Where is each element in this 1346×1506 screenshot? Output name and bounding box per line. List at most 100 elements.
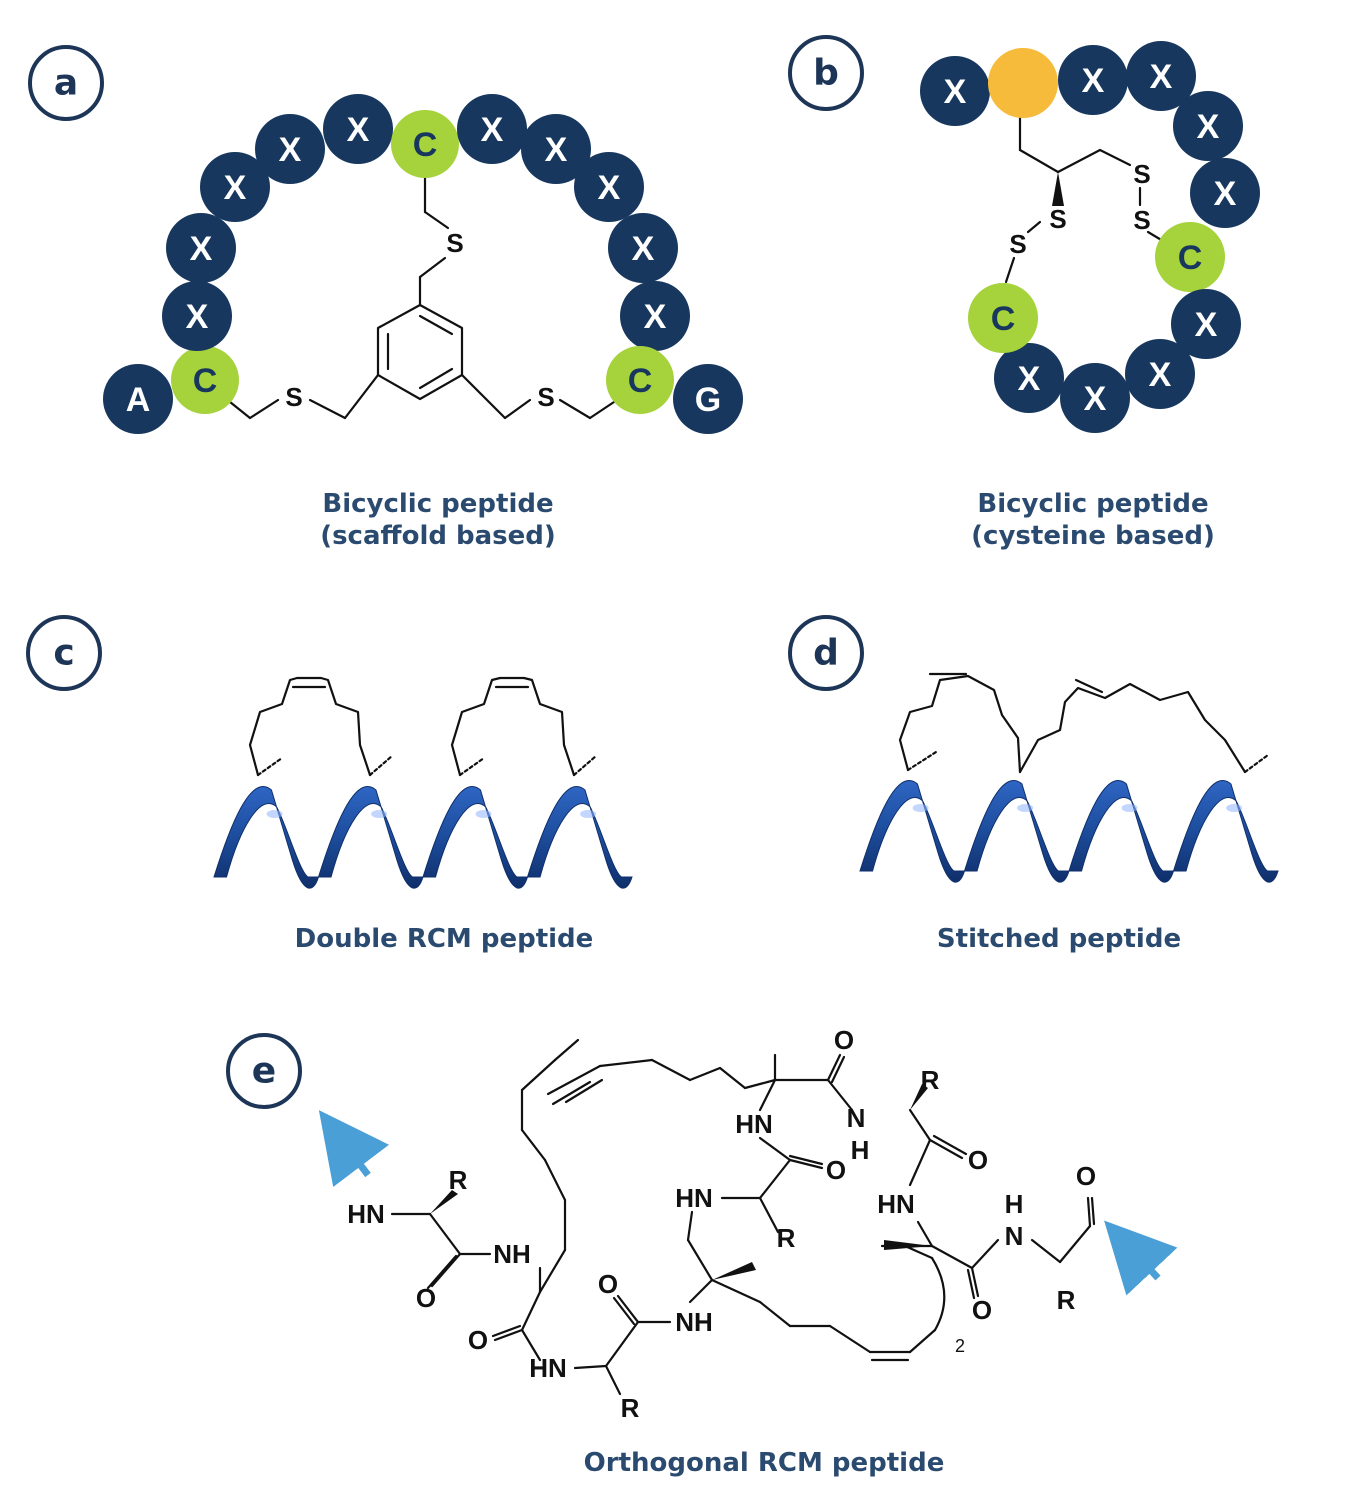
panel-b-bead-10: [994, 343, 1064, 413]
panel-e-hn-2: HN: [529, 1353, 567, 1383]
panel-c-label: c: [53, 633, 74, 674]
panel-c-helix-highlight-2: [475, 810, 492, 818]
panel-a-badge: [28, 45, 104, 121]
panel-a-bead-2: [162, 281, 232, 351]
panel-a-bead-label-12: X: [632, 230, 655, 268]
panel-a-bead-label-3: X: [190, 230, 213, 268]
panel-b-bead-label-8: X: [1149, 356, 1172, 394]
panel-e-r-4: R: [921, 1065, 940, 1095]
panel-e-nh-1: NH: [493, 1239, 531, 1269]
panel-b-caption-line1: Bicyclic peptide: [977, 489, 1208, 519]
panel-a-bead-label-1: C: [193, 362, 218, 400]
panel-a-sulfur-right: S: [537, 382, 554, 412]
panel-e-o-8: O: [1076, 1161, 1096, 1191]
panel-e-o-6: O: [968, 1145, 988, 1175]
panel-d-stitch: [898, 672, 1270, 774]
panel-c-staple-methyl-0-0: [256, 756, 284, 777]
panel-a-label: a: [54, 63, 78, 104]
panel-e-hn-5: HN: [877, 1189, 915, 1219]
panel-e-wedge-2: [712, 1262, 756, 1280]
panel-b-caption-line2: (cysteine based): [971, 521, 1215, 551]
panel-a-bead-label-13: X: [644, 298, 667, 336]
panel-c-staple-methyl-1-1: [572, 754, 598, 777]
panel-a-bead-label-10: X: [545, 131, 568, 169]
panel-c-helix-highlight-1: [371, 810, 388, 818]
panel-a-bead-1: [171, 346, 239, 414]
panel-a-caption-line2: (scaffold based): [320, 521, 556, 551]
panel-c-caption: Double RCM peptide: [295, 924, 594, 954]
panel-d-helix-highlight-2: [1121, 804, 1138, 812]
panel-e-nh-2: NH: [675, 1307, 713, 1337]
panel-d-helix-turn-3: [1172, 780, 1279, 883]
panel-e-o-1: O: [416, 1283, 436, 1313]
panel-e-hn-1: HN: [347, 1199, 385, 1229]
panel-e-r-3: R: [777, 1223, 796, 1253]
panel-d-caption: Stitched peptide: [937, 924, 1181, 954]
panel-a-bead-label-9: X: [481, 111, 504, 149]
panel-e-o-5: O: [834, 1025, 854, 1055]
panel-b-bead-label-2: X: [1082, 62, 1105, 100]
panel-c-helix-turn-2: [422, 786, 529, 889]
panel-e-o-3: O: [598, 1269, 618, 1299]
panel-a-bead-0: [103, 364, 173, 434]
panel-e-o-2: O: [468, 1325, 488, 1355]
panel-c-badge: [26, 615, 102, 691]
panel-b-bead-label-3: X: [1150, 58, 1173, 96]
panel-e-skeleton: [390, 1038, 1096, 1396]
panel-b-sulfur-1: S: [1133, 159, 1150, 189]
panel-a-bead-label-11: X: [598, 169, 621, 207]
panel-b-label: b: [813, 53, 839, 94]
panel-b-bead-6: [1155, 222, 1225, 292]
panel-a-bead-10: [521, 114, 591, 184]
panel-e-wedge-1: [430, 1190, 458, 1214]
panel-d-helix-turn-2: [1068, 780, 1175, 883]
panel-a-bead-6: [323, 94, 393, 164]
panel-c: c Double RCM peptide: [26, 615, 633, 954]
panel-b-bead-label-6: C: [1178, 239, 1203, 277]
panel-e-badge: [226, 1033, 302, 1109]
panel-b-wedge-bond: [1052, 172, 1064, 206]
panel-e-h-1: H: [851, 1135, 870, 1165]
panel-b-bead-7: [1171, 289, 1241, 359]
panel-e-arrow-left: [318, 1110, 390, 1188]
panel-d-helix-turn-1: [963, 780, 1070, 883]
panel-d-label: d: [813, 633, 839, 674]
panel-b-bead-label-9: X: [1084, 380, 1107, 418]
panel-b-bead-label-0: X: [944, 73, 967, 111]
panel-e-n-1: N: [847, 1103, 866, 1133]
panel-e-caption: Orthogonal RCM peptide: [584, 1448, 945, 1478]
panel-a-bead-12: [608, 213, 678, 283]
panel-d-badge: [788, 615, 864, 691]
panel-a-bead-label-4: X: [224, 169, 247, 207]
panel-c-staple-1: [450, 676, 576, 777]
panel-e-hn-4: HN: [735, 1109, 773, 1139]
panel-d-helix-highlight-0: [912, 804, 929, 812]
panel-b-bead-label-10: X: [1018, 360, 1041, 398]
panel-d-helix-highlight-1: [1017, 804, 1034, 812]
panel-b-bead-9: [1060, 363, 1130, 433]
panel-e-o-4: O: [826, 1155, 846, 1185]
panel-b-bead-1: [988, 48, 1058, 118]
panel-b-bead-4: [1173, 91, 1243, 161]
panel-a-bead-label-0: A: [126, 381, 151, 419]
panel-e: e: [226, 1025, 1178, 1478]
panel-c-helix: [213, 786, 633, 889]
panel-b-bead-label-5: X: [1214, 175, 1237, 213]
panel-b-bead-label-11: C: [991, 300, 1016, 338]
panel-a-bead-11: [574, 152, 644, 222]
panel-e-arrow-right: [1104, 1220, 1178, 1296]
panel-a-bead-9: [457, 94, 527, 164]
panel-b-bead-2: [1058, 45, 1128, 115]
panel-c-staple-0: [248, 676, 372, 777]
panel-a-bead-16: [673, 364, 743, 434]
panel-e-r-1: R: [449, 1165, 468, 1195]
panel-e-n-2: N: [1005, 1221, 1024, 1251]
panel-a-bead-label-6: X: [347, 111, 370, 149]
panel-b-bead-8: [1125, 339, 1195, 409]
panel-a-caption-line1: Bicyclic peptide: [322, 489, 553, 519]
